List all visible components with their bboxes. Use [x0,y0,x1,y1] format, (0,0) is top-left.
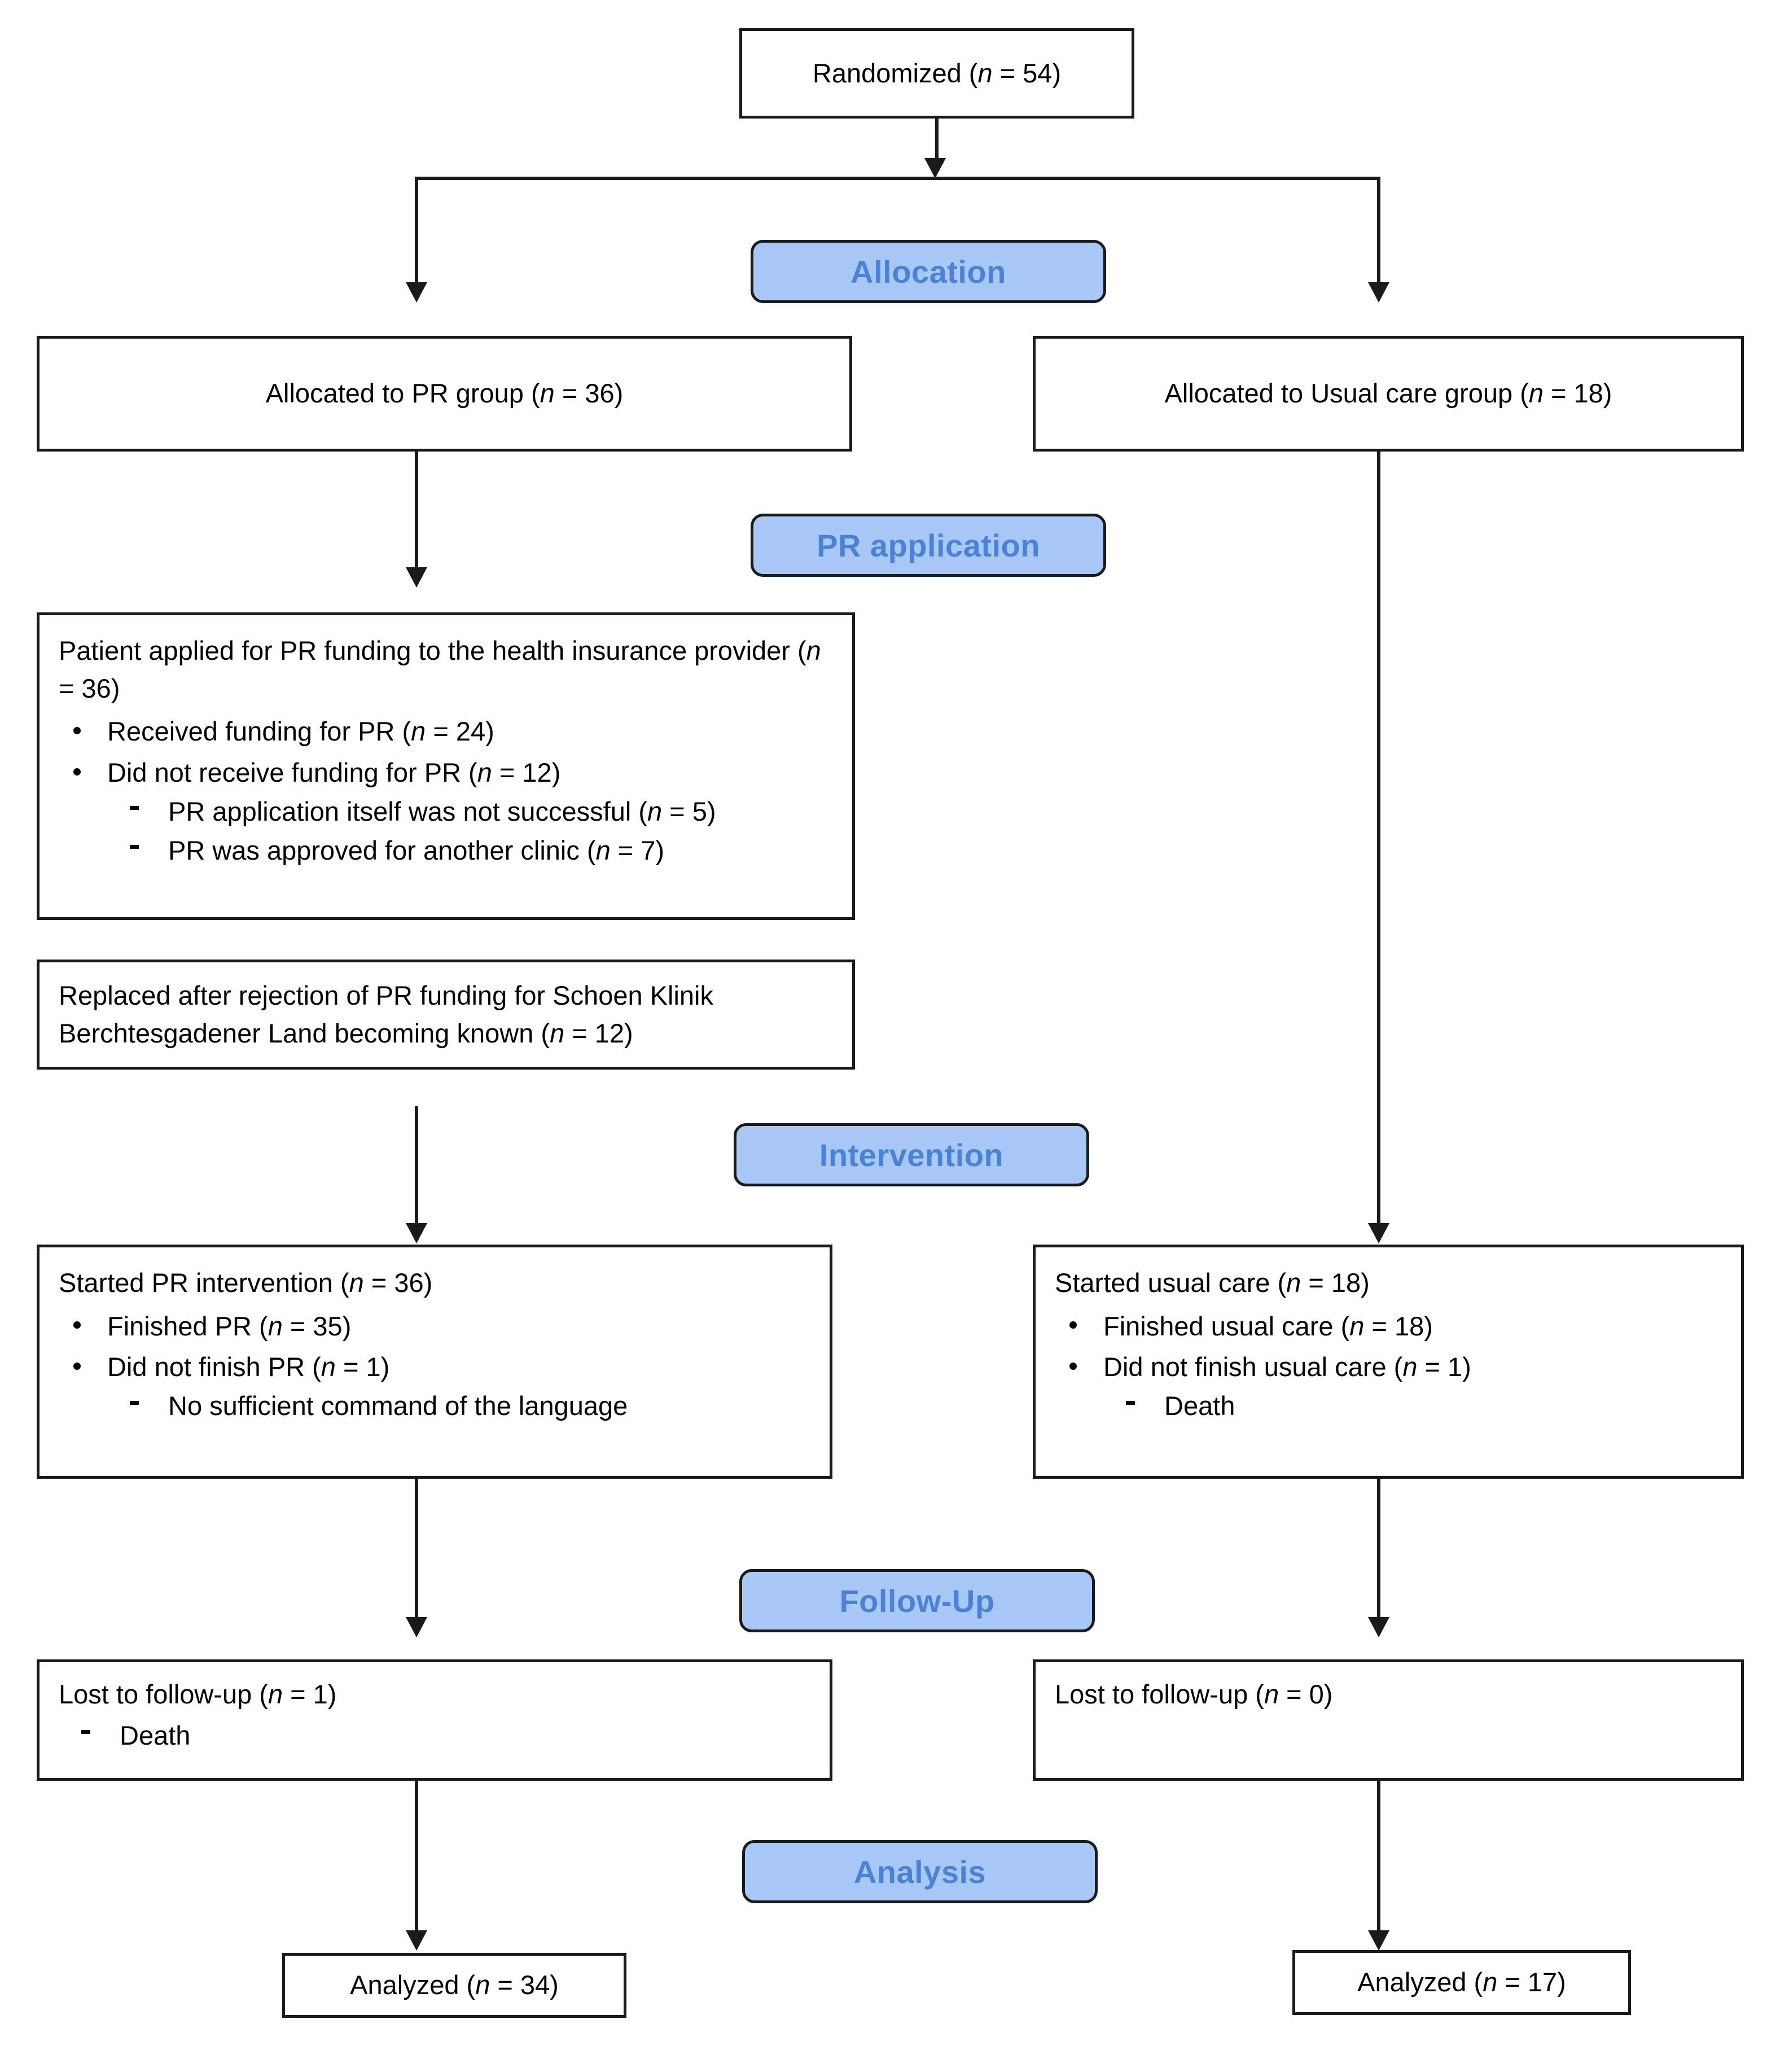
node-allocated-pr-text: Allocated to PR group (n = 36) [265,378,624,409]
list-item-label: PR application itself was not successful… [168,796,716,826]
node-pr-funding: Patient applied for PR funding to the he… [37,612,855,920]
list-item: Death [59,1717,810,1755]
node-started-usual-bullets: Finished usual care (n = 18) Did not fin… [1055,1308,1722,1425]
node-replaced: Replaced after rejection of PR funding f… [37,960,855,1070]
list-item: Did not finish usual care (n = 1) Death [1055,1348,1722,1425]
list-item: Did not finish PR (n = 1) No sufficient … [59,1348,810,1425]
list-item: No sufficient command of the language [107,1387,810,1425]
node-lost-pr: Lost to follow-up (n = 1) Death [37,1659,832,1781]
dash-bullet-icon [81,1730,90,1734]
bullet-dot-icon [73,1362,81,1370]
connector-lost-pr-to-analyzed-pr [415,1781,418,1936]
stage-badge-intervention: Intervention [734,1123,1089,1186]
list-item-label: Did not finish usual care (n = 1) [1103,1352,1471,1382]
list-item: Finished usual care (n = 18) [1055,1308,1722,1346]
node-started-pr-bullets: Finished PR (n = 35) Did not finish PR (… [59,1308,810,1425]
bullet-dot-icon [73,1321,81,1329]
list-item-label: Finished usual care (n = 18) [1103,1311,1433,1341]
connector-split-right [1377,177,1380,287]
node-started-pr-lead: Started PR intervention (n = 36) [59,1268,433,1298]
arrowhead-split-left [406,282,427,303]
node-allocated-usual-text: Allocated to Usual care group (n = 18) [1164,378,1612,409]
arrowhead-split-right [1368,282,1389,303]
node-allocated-pr: Allocated to PR group (n = 36) [37,336,852,452]
list-item-label: PR was approved for another clinic (n = … [168,835,665,865]
node-allocated-usual: Allocated to Usual care group (n = 18) [1033,336,1744,452]
arrowhead-started-usual-to-lost-usual [1368,1617,1389,1637]
node-analyzed-pr-text: Analyzed (n = 34) [350,1970,559,2000]
stage-badge-allocation: Allocation [751,240,1106,303]
list-item-label: Did not receive funding for PR (n = 12) [107,757,561,788]
node-lost-pr-sublist: Death [59,1717,810,1755]
connector-randomized-stem [935,119,939,163]
list-item: Finished PR (n = 35) [59,1308,810,1346]
stage-badge-pr-application-label: PR application [817,527,1040,563]
node-randomized: Randomized (n = 54) [739,28,1134,119]
node-randomized-text: Randomized (n = 54) [812,58,1062,88]
dash-bullet-icon [130,806,139,811]
stage-badge-intervention-label: Intervention [819,1137,1004,1173]
connector-started-pr-to-lost-pr [415,1479,418,1623]
node-started-pr: Started PR intervention (n = 36) Finishe… [37,1245,832,1479]
node-lost-usual: Lost to follow-up (n = 0) [1033,1659,1744,1781]
connector-split-bar [415,177,1380,180]
connector-replaced-to-started-pr [415,1106,418,1228]
connector-split-left [415,177,418,287]
list-item: Did not receive funding for PR (n = 12) … [59,754,833,869]
bullet-dot-icon [73,726,81,734]
node-pr-funding-bullets: Received funding for PR (n = 24) Did not… [59,713,833,869]
list-item-label: Death [120,1720,191,1750]
bullet-dot-icon [1069,1362,1077,1370]
node-analyzed-usual-text: Analyzed (n = 17) [1357,1967,1566,1997]
connector-lost-usual-to-analyzed-usual [1377,1781,1380,1936]
stage-badge-analysis-label: Analysis [853,1854,986,1890]
node-pr-funding-sublist: PR application itself was not successful… [107,793,833,869]
node-lost-usual-lead: Lost to follow-up (n = 0) [1055,1679,1333,1709]
list-item-label: Death [1164,1391,1235,1421]
node-analyzed-pr: Analyzed (n = 34) [282,1953,626,2018]
node-analyzed-usual: Analyzed (n = 17) [1292,1950,1631,2015]
dash-bullet-icon [130,845,139,849]
node-started-pr-sublist: No sufficient command of the language [107,1387,810,1425]
bullet-dot-icon [1069,1321,1077,1329]
node-started-usual: Started usual care (n = 18) Finished usu… [1033,1245,1744,1479]
list-item-label: Finished PR (n = 35) [107,1311,352,1341]
arrowhead-randomized-stem [924,158,946,178]
dash-bullet-icon [130,1400,139,1405]
list-item: PR was approved for another clinic (n = … [107,832,833,870]
stage-badge-follow-up-label: Follow-Up [839,1583,995,1619]
arrowhead-usual-alloc-to-intervention [1368,1223,1389,1243]
arrowhead-pr-alloc-to-funding [406,567,427,588]
stage-badge-allocation-label: Allocation [850,253,1006,290]
list-item-label: No sufficient command of the language [168,1391,628,1421]
bullet-dot-icon [73,768,81,776]
connector-usual-alloc-to-intervention [1377,452,1380,1239]
node-started-usual-lead: Started usual care (n = 18) [1055,1268,1370,1298]
node-started-usual-sublist: Death [1103,1387,1722,1425]
node-lost-pr-lead: Lost to follow-up (n = 1) [59,1679,337,1709]
arrowhead-lost-usual-to-analyzed-usual [1368,1930,1389,1951]
connector-started-usual-to-lost-usual [1377,1479,1380,1623]
node-replaced-text: Replaced after rejection of PR funding f… [59,980,713,1048]
stage-badge-pr-application: PR application [751,514,1106,577]
list-item-label: Did not finish PR (n = 1) [107,1352,390,1382]
connector-pr-alloc-to-funding [415,452,418,573]
arrowhead-started-pr-to-lost-pr [406,1617,427,1637]
dash-bullet-icon [1126,1400,1135,1405]
arrowhead-replaced-to-started-pr [406,1223,427,1243]
list-item: PR application itself was not successful… [107,793,833,831]
arrowhead-lost-pr-to-analyzed-pr [406,1930,427,1951]
list-item-label: Received funding for PR (n = 24) [107,716,494,747]
node-pr-funding-lead: Patient applied for PR funding to the he… [59,636,821,703]
list-item: Received funding for PR (n = 24) [59,713,833,751]
list-item: Death [1103,1387,1722,1425]
stage-badge-analysis: Analysis [742,1840,1098,1903]
stage-badge-follow-up: Follow-Up [739,1569,1095,1632]
